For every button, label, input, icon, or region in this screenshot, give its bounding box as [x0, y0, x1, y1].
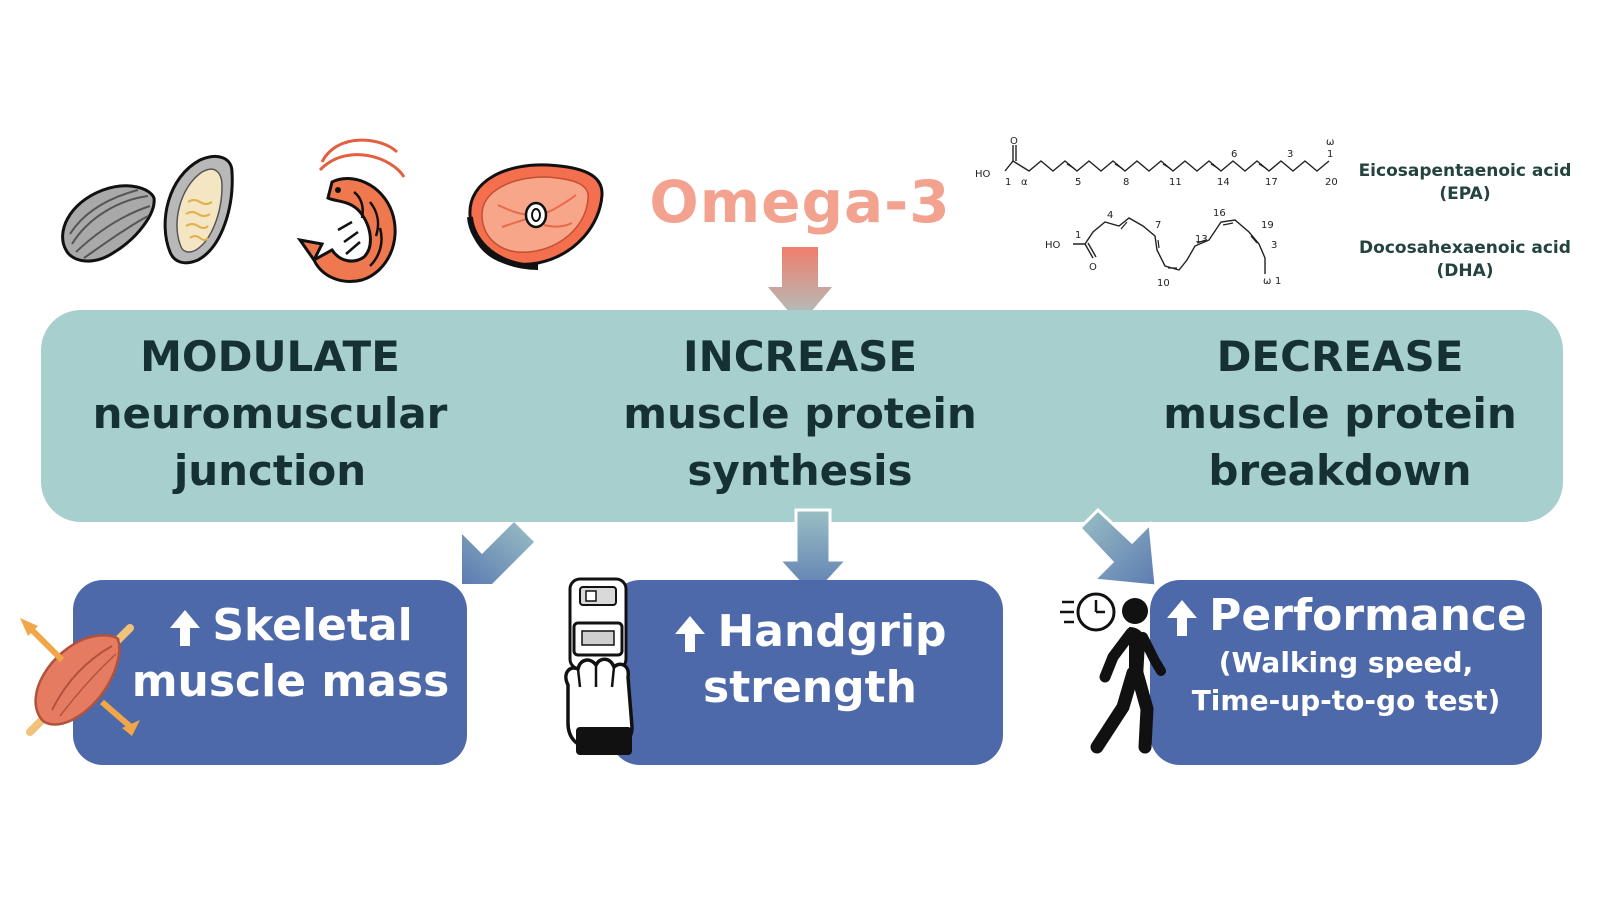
- outcome-line: strength: [703, 662, 917, 713]
- svg-text:1: 1: [1075, 230, 1081, 241]
- clock-icon: [1060, 588, 1120, 636]
- mechanism-verb: DECREASE: [1216, 332, 1464, 381]
- dha-abbr: (DHA): [1436, 261, 1494, 281]
- mechanism-verb: MODULATE: [140, 332, 400, 381]
- mechanism-decrease: DECREASE muscle protein breakdown: [1100, 328, 1580, 499]
- omega-3-title: Omega-3: [649, 168, 951, 236]
- outcome-line: Skeletal: [212, 600, 413, 651]
- oyster-icon: [160, 152, 240, 267]
- epa-abbr: (EPA): [1439, 184, 1491, 204]
- mechanism-line: neuromuscular: [92, 389, 448, 438]
- mechanism-line: synthesis: [687, 446, 913, 495]
- svg-text:3: 3: [1287, 149, 1293, 160]
- arrow-to-handgrip: [775, 508, 851, 600]
- up-arrow-icon: [673, 614, 707, 654]
- outcome-line: Performance: [1209, 590, 1527, 641]
- dha-label: Docosahexaenoic acid (DHA): [1335, 237, 1595, 283]
- mechanism-line: muscle protein: [1163, 389, 1517, 438]
- dha-structure: HO O 1 4 7 10 13 16 19 3 1 ω: [1045, 208, 1305, 293]
- mechanism-verb: INCREASE: [682, 332, 918, 381]
- outcome-box-skeletal: [73, 580, 467, 765]
- outcome-skeletal: Skeletal muscle mass: [128, 598, 453, 710]
- outcome-handgrip: Handgrip strength: [640, 604, 980, 716]
- svg-text:O: O: [1010, 136, 1018, 147]
- up-arrow-icon: [1165, 598, 1199, 638]
- dynamometer-icon: [560, 577, 650, 757]
- epa-structure: HO O 1 α 5 8 11 14 17 20 6 3 1 ω: [975, 135, 1355, 195]
- svg-text:3: 3: [1271, 240, 1277, 251]
- outcome-line: (Walking speed,: [1218, 646, 1474, 679]
- svg-text:14: 14: [1217, 177, 1230, 188]
- svg-text:8: 8: [1123, 177, 1129, 188]
- svg-text:ω: ω: [1326, 137, 1334, 148]
- svg-text:10: 10: [1157, 278, 1170, 289]
- shrimp-icon: [292, 132, 417, 287]
- svg-text:19: 19: [1261, 220, 1274, 231]
- arrow-to-skeletal: [462, 522, 534, 584]
- mechanism-line: junction: [173, 446, 367, 495]
- omega-down-arrow: [768, 247, 832, 327]
- epa-name: Eicosapentaenoic acid: [1358, 161, 1572, 181]
- mechanism-increase: INCREASE muscle protein synthesis: [560, 328, 1040, 499]
- outcome-box-performance: [1150, 580, 1542, 765]
- dha-name: Docosahexaenoic acid: [1359, 238, 1571, 258]
- outcome-line: Time-up-to-go test): [1191, 684, 1501, 717]
- svg-text:5: 5: [1075, 177, 1081, 188]
- muscle-icon: [12, 610, 152, 745]
- svg-text:ω: ω: [1263, 276, 1271, 287]
- mechanism-panel: [41, 310, 1563, 522]
- outcome-line: muscle mass: [131, 656, 450, 707]
- svg-text:α: α: [1021, 177, 1028, 188]
- svg-text:20: 20: [1325, 177, 1338, 188]
- svg-text:1: 1: [1327, 149, 1333, 160]
- svg-text:16: 16: [1213, 208, 1226, 219]
- svg-text:7: 7: [1155, 220, 1161, 231]
- arrow-to-performance: [1077, 507, 1158, 588]
- svg-text:1: 1: [1005, 177, 1011, 188]
- svg-text:13: 13: [1195, 234, 1208, 245]
- svg-text:6: 6: [1231, 149, 1237, 160]
- up-arrow-icon: [168, 608, 202, 648]
- walking-person-icon: [1085, 597, 1166, 757]
- svg-text:1: 1: [1275, 276, 1281, 287]
- svg-text:O: O: [1089, 262, 1097, 273]
- outcome-box-handgrip: [610, 580, 1003, 765]
- epa-label: Eicosapentaenoic acid (EPA): [1335, 160, 1595, 206]
- mechanism-line: breakdown: [1208, 446, 1472, 495]
- svg-text:HO: HO: [1045, 240, 1061, 251]
- svg-text:17: 17: [1265, 177, 1278, 188]
- salmon-steak-icon: [458, 155, 608, 275]
- mechanism-modulate: MODULATE neuromuscular junction: [30, 328, 510, 499]
- outcome-line: Handgrip: [717, 606, 947, 657]
- mussel-icon: [58, 178, 158, 268]
- svg-text:11: 11: [1169, 177, 1182, 188]
- svg-text:4: 4: [1107, 210, 1113, 221]
- outcome-performance: Performance (Walking speed, Time-up-to-g…: [1150, 588, 1542, 720]
- svg-text:HO: HO: [975, 169, 991, 180]
- mechanism-line: muscle protein: [623, 389, 977, 438]
